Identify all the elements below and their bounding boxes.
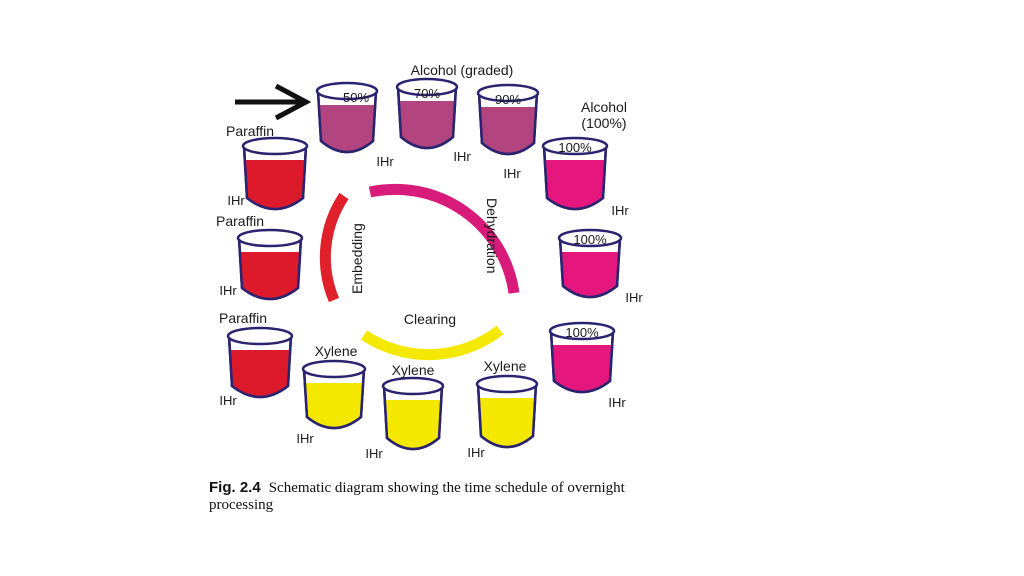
beaker-time: IHr — [608, 395, 626, 410]
arc-clearing — [364, 330, 500, 355]
beaker-liquid — [562, 252, 618, 296]
beaker-alcohol-50: 50% IHr — [317, 83, 394, 169]
beaker-time: IHr — [219, 393, 237, 408]
label-alcohol-100-line1: Alcohol — [581, 99, 627, 115]
figure-caption-text: Schematic diagram showing the time sched… — [209, 480, 625, 513]
beaker-label: Paraffin — [226, 123, 274, 139]
beaker-rim — [238, 230, 302, 246]
beaker-time: IHr — [453, 149, 471, 164]
beaker-time: IHr — [467, 445, 485, 460]
beaker-alcohol-90: 90% IHr — [478, 85, 538, 181]
start-arrow-icon — [235, 86, 306, 118]
arc-label-embedding: Embedding — [349, 223, 365, 294]
beaker-rim — [383, 378, 443, 394]
beaker-rim — [243, 138, 307, 154]
beaker-alcohol-100-c: 100% IHr — [550, 323, 626, 410]
beaker-liquid — [320, 105, 374, 151]
beaker-time: IHr — [503, 166, 521, 181]
beaker-percent: 70% — [414, 86, 440, 101]
beaker-percent: 50% — [343, 90, 369, 105]
beaker-liquid — [480, 398, 534, 446]
beaker-label: Xylene — [484, 358, 527, 374]
beaker-rim — [477, 376, 537, 392]
beaker-time: IHr — [611, 203, 629, 218]
arc-embedding — [325, 196, 344, 300]
beaker-percent: 100% — [573, 232, 607, 247]
beaker-time: IHr — [296, 431, 314, 446]
beaker-percent: 100% — [565, 325, 599, 340]
beaker-liquid — [241, 252, 299, 298]
beaker-rim — [303, 361, 365, 377]
beaker-liquid — [400, 101, 454, 147]
beaker-percent: 100% — [558, 140, 592, 155]
beaker-alcohol-100-a: 100% IHr — [543, 138, 629, 218]
arc-label-clearing: Clearing — [404, 311, 456, 327]
beaker-rim — [228, 328, 292, 344]
beaker-liquid — [306, 383, 362, 427]
beaker-time: IHr — [376, 154, 394, 169]
beaker-label: Paraffin — [216, 213, 264, 229]
beaker-label: Xylene — [392, 362, 435, 378]
label-alcohol-100-line2: (100%) — [581, 115, 626, 131]
beaker-time: IHr — [625, 290, 643, 305]
beaker-time: IHr — [227, 193, 245, 208]
beaker-liquid — [246, 160, 304, 208]
arc-label-dehydration: Dehydration — [484, 198, 500, 274]
beaker-liquid — [553, 345, 611, 391]
beaker-label: Paraffin — [219, 310, 267, 326]
beaker-liquid — [546, 160, 604, 208]
beaker-time: IHr — [365, 446, 383, 461]
beaker-alcohol-70: 70% IHr — [397, 79, 471, 164]
beaker-liquid — [231, 350, 289, 396]
beaker-alcohol-100-b: 100% IHr — [559, 230, 643, 305]
beaker-liquid — [386, 400, 440, 448]
figure-number: Fig. 2.4 — [209, 479, 261, 496]
beaker-percent: 90% — [495, 92, 521, 107]
beaker-label: Xylene — [315, 343, 358, 359]
label-alcohol-graded: Alcohol (graded) — [411, 62, 514, 78]
beaker-time: IHr — [219, 283, 237, 298]
beaker-liquid — [481, 107, 535, 153]
